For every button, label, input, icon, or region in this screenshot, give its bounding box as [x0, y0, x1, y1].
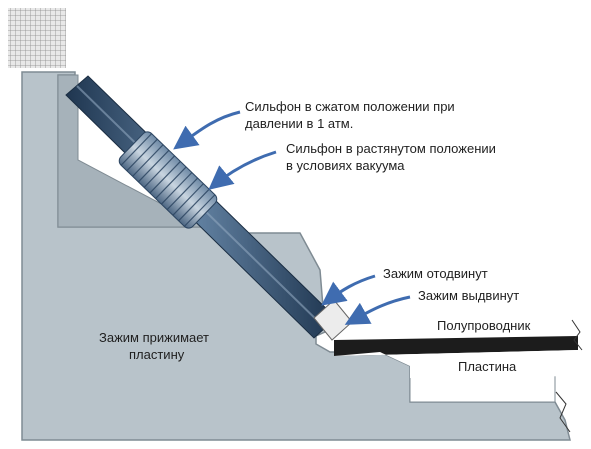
label-clamp-presses-line1: Зажим прижимает [99, 330, 209, 345]
wafer-plate [334, 350, 578, 378]
label-semiconductor: Полупроводник [437, 318, 531, 333]
arrow-bellows-extended [208, 150, 277, 190]
label-bellows-compressed-line2: давлении в 1 атм. [245, 116, 354, 131]
break-line-bottom [555, 391, 571, 433]
bellows [118, 131, 218, 229]
label-bellows-extended-line2: в условиях вакуума [286, 158, 405, 173]
hatched-top-block [8, 8, 66, 68]
label-clamp-retracted: Зажим отодвинут [383, 266, 488, 281]
semiconductor-strip [334, 336, 578, 356]
label-plate: Пластина [458, 359, 517, 374]
arrow-clamp-extended [344, 295, 411, 325]
label-bellows-extended-line1: Сильфон в растянутом положении [286, 141, 496, 156]
label-bellows-compressed-line1: Сильфон в сжатом положении при [245, 99, 455, 114]
rod-channel [57, 74, 206, 228]
annotation-arrows [173, 110, 411, 325]
label-clamp-presses-line2: пластину [129, 347, 185, 362]
break-line-top [571, 319, 583, 351]
arrow-clamp-retracted [321, 274, 376, 306]
label-clamp-extended: Зажим выдвинут [418, 288, 520, 303]
arrow-bellows-compressed [173, 110, 241, 150]
